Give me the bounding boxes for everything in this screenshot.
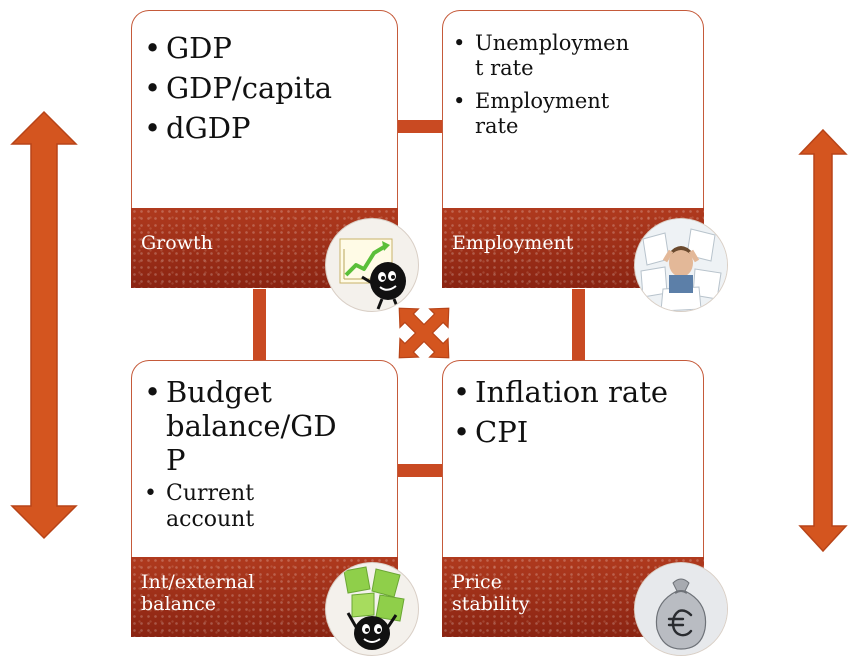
connector-top (396, 120, 446, 133)
juggling-character-icon (325, 562, 419, 656)
list-item: Inflation rate (453, 375, 703, 409)
connector-right (572, 289, 585, 361)
price-list: Inflation rate CPI (453, 375, 703, 449)
list-item: GDP/capita (144, 71, 397, 105)
price-panel: Inflation rate CPI (442, 360, 704, 557)
rising-chart-character-icon (325, 218, 419, 312)
paperwork-person-icon (634, 218, 728, 312)
left-double-arrow-icon (10, 110, 78, 540)
right-double-arrow-icon (798, 128, 848, 553)
growth-list: GDP GDP/capita dGDP (144, 31, 397, 145)
connector-left (253, 289, 266, 361)
list-item: dGDP (144, 111, 397, 145)
four-way-arrow-icon (398, 307, 450, 359)
growth-panel: GDP GDP/capita dGDP (131, 10, 398, 210)
euro-money-bag-icon (634, 562, 728, 656)
connector-bottom (396, 464, 446, 477)
list-item: CPI (453, 415, 703, 449)
list-item: GDP (144, 31, 397, 65)
